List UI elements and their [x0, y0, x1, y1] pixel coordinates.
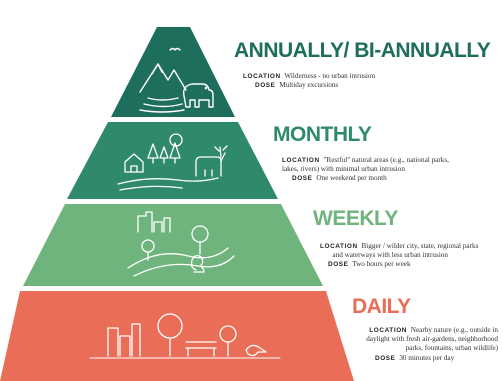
deer-icon: [195, 145, 228, 177]
cabin-icon: [124, 153, 144, 173]
river-icon: [117, 177, 219, 191]
location-row: LOCATION Wilderness - no urban intrusion: [243, 72, 375, 81]
dose-row: DOSE Two hours per week: [320, 260, 448, 269]
dose-text: One weekend per month: [316, 174, 387, 183]
location-line: Bigger / wilder city, state, regional pa…: [361, 242, 479, 250]
bear-icon: [182, 83, 214, 108]
pine-trees-icon: [147, 133, 183, 164]
tier-title-monthly: MONTHLY: [273, 123, 372, 146]
location-line-cont: daylight with fresh air-gardens, neighbo…: [366, 335, 498, 344]
location-row: LOCATION Bigger / wilder city, state, re…: [320, 242, 478, 251]
bench-icon: [185, 341, 217, 357]
location-line: Wilderness - no urban intrusion: [284, 72, 376, 80]
tree-icon: [157, 313, 237, 357]
location-row: LOCATION "Restful" natural areas (e.g., …: [282, 156, 449, 165]
dose-key: DOSE: [292, 175, 313, 183]
tier-info-daily: LOCATION Nearby nature (e.g., outside in…: [343, 326, 498, 363]
tier-info-annually: LOCATION Wilderness - no urban intrusion…: [243, 72, 375, 90]
river-icon: [139, 97, 185, 113]
tier-title-daily: DAILY: [352, 295, 411, 318]
park-path-icon: [127, 239, 235, 277]
dose-row: DOSE 30 minutes per day: [343, 354, 498, 363]
tier-info-weekly: LOCATION Bigger / wilder city, state, re…: [320, 242, 478, 270]
tier-title-weekly: WEEKLY: [313, 207, 398, 230]
location-line-cont: lakes, rivers) with minimal urban intrus…: [282, 165, 405, 174]
squirrel-icon: [190, 254, 205, 273]
bird-icon: [169, 47, 181, 51]
location-row: LOCATION Nearby nature (e.g., outside in: [343, 326, 498, 335]
dose-row: DOSE One weekend per month: [282, 174, 449, 183]
location-line: Nearby nature (e.g., outside in: [410, 326, 498, 334]
dose-text: Multiday excursions: [279, 81, 339, 90]
dose-text: Two hours per week: [352, 260, 411, 269]
location-key: LOCATION: [243, 73, 281, 80]
bird-icon: [245, 344, 267, 357]
city-skyline-icon: [137, 211, 171, 233]
location-line-cont: parks, fountains, urban wildlife): [405, 344, 498, 353]
dose-text: 30 minutes per day: [399, 353, 455, 362]
tier-info-monthly: LOCATION "Restful" natural areas (e.g., …: [282, 156, 449, 184]
tier-weekly-band: [23, 204, 323, 286]
tier-title-annually: ANNUALLY/ BI-ANNUALLY: [234, 39, 491, 62]
mountains-icon: [139, 63, 187, 93]
city-buildings-icon: [107, 323, 141, 357]
dose-key: DOSE: [328, 261, 349, 269]
tree-icon: [191, 225, 209, 255]
dose-key: DOSE: [375, 354, 396, 362]
location-key: LOCATION: [369, 327, 407, 334]
location-line: "Restful" natural areas (e.g., national …: [323, 156, 449, 164]
dose-key: DOSE: [255, 82, 276, 90]
dose-row: DOSE Multiday excursions: [243, 81, 375, 90]
location-key: LOCATION: [282, 157, 320, 164]
tier-monthly-band: [67, 122, 278, 199]
location-key: LOCATION: [320, 243, 358, 250]
location-line-cont: and waterways with less urban intrusion: [332, 251, 448, 260]
